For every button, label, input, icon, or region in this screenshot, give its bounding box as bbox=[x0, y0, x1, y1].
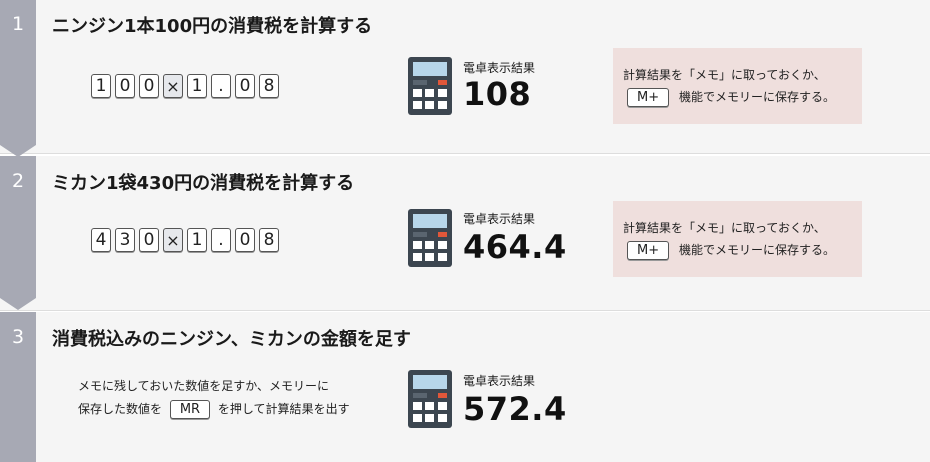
instruction-line-2-post: を押して計算結果を出す bbox=[217, 402, 350, 416]
instruction-line-1: メモに残しておいた数値を足すか、メモリーに bbox=[78, 379, 330, 393]
note-line-2-text: 機能でメモリーに保存する。 bbox=[678, 243, 835, 257]
instruction-line-2-pre: 保存した数値を bbox=[78, 402, 163, 416]
key-3: 3 bbox=[115, 228, 135, 252]
calculator-icon bbox=[408, 370, 452, 428]
step-number: 2 bbox=[11, 170, 25, 192]
key-sequence: 1 0 0 × 1 . 0 8 bbox=[91, 74, 279, 98]
display-result-value: 108 bbox=[463, 75, 532, 113]
note-line-1: 計算結果を「メモ」に取っておくか、 bbox=[623, 221, 826, 235]
step-2: 2 ミカン1袋430円の消費税を計算する 4 3 0 × 1 . 0 8 電卓表… bbox=[0, 156, 930, 311]
note-line-2: M+ 機能でメモリーに保存する。 bbox=[627, 88, 835, 107]
display-result-label: 電卓表示結果 bbox=[463, 61, 536, 75]
mr-button: MR bbox=[169, 400, 211, 419]
step-rail bbox=[0, 156, 36, 298]
step-1: 1 ニンジン1本100円の消費税を計算する 1 0 0 × 1 . 0 8 電卓… bbox=[0, 0, 930, 157]
step-rail bbox=[0, 0, 36, 145]
key-4: 4 bbox=[91, 228, 111, 252]
key-decimal: . bbox=[211, 74, 231, 98]
key-1: 1 bbox=[187, 74, 207, 98]
note-line-2: M+ 機能でメモリーに保存する。 bbox=[627, 241, 835, 260]
key-sequence: 4 3 0 × 1 . 0 8 bbox=[91, 228, 279, 252]
step-title: ミカン1袋430円の消費税を計算する bbox=[52, 173, 355, 194]
step-rail bbox=[0, 312, 36, 462]
key-decimal: . bbox=[211, 228, 231, 252]
display-result-label: 電卓表示結果 bbox=[463, 374, 536, 388]
display-result-value: 572.4 bbox=[463, 390, 567, 428]
step-connector-arrow bbox=[0, 298, 36, 310]
memo-note: 計算結果を「メモ」に取っておくか、 M+ 機能でメモリーに保存する。 bbox=[613, 201, 862, 277]
key-1: 1 bbox=[187, 228, 207, 252]
key-8: 8 bbox=[259, 74, 279, 98]
instruction-line-2: 保存した数値を MR を押して計算結果を出す bbox=[78, 400, 350, 419]
step-connector-arrow bbox=[0, 145, 36, 157]
key-0: 0 bbox=[139, 74, 159, 98]
step-title: ニンジン1本100円の消費税を計算する bbox=[52, 16, 373, 37]
key-0: 0 bbox=[115, 74, 135, 98]
note-line-2-text: 機能でメモリーに保存する。 bbox=[678, 90, 835, 104]
key-multiply: × bbox=[163, 228, 183, 252]
key-0: 0 bbox=[139, 228, 159, 252]
calculator-icon bbox=[408, 209, 452, 267]
note-line-1: 計算結果を「メモ」に取っておくか、 bbox=[623, 68, 826, 82]
m-plus-button: M+ bbox=[627, 241, 670, 260]
display-result-label: 電卓表示結果 bbox=[463, 212, 536, 226]
key-0: 0 bbox=[235, 74, 255, 98]
key-8: 8 bbox=[259, 228, 279, 252]
step-number: 3 bbox=[11, 326, 25, 348]
calculator-icon bbox=[408, 57, 452, 115]
step-number: 1 bbox=[11, 13, 25, 35]
key-0: 0 bbox=[235, 228, 255, 252]
key-multiply: × bbox=[163, 74, 183, 98]
memo-note: 計算結果を「メモ」に取っておくか、 M+ 機能でメモリーに保存する。 bbox=[613, 48, 862, 124]
step-3: 3 消費税込みのニンジン、ミカンの金額を足す メモに残しておいた数値を足すか、メ… bbox=[0, 312, 930, 462]
step-title: 消費税込みのニンジン、ミカンの金額を足す bbox=[52, 329, 411, 350]
display-result-value: 464.4 bbox=[463, 228, 567, 266]
m-plus-button: M+ bbox=[627, 88, 670, 107]
key-1: 1 bbox=[91, 74, 111, 98]
